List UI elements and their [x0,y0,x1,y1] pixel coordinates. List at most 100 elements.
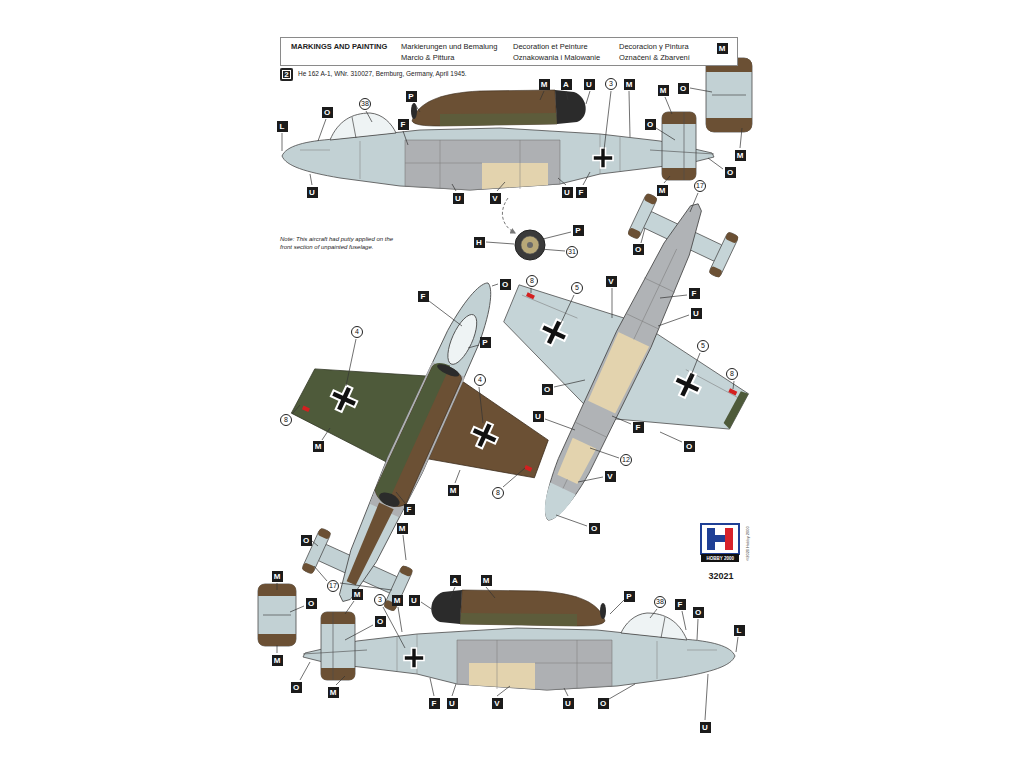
art-circle [527,242,533,248]
callout-letter: U [533,411,544,422]
art-use [670,367,705,402]
heading-text: MARKINGS AND PAINTING [291,43,387,51]
heading-text: Decoracion y Pintura [619,43,689,51]
art-path [371,359,450,505]
art-ellipse [411,103,417,119]
callout-letter: M [448,485,459,496]
callout-letter: O [589,523,600,534]
art-path [440,113,557,126]
art-rect [301,562,315,574]
callout-letter: U [691,308,702,319]
callout-letter: M [735,150,746,161]
callout-number: 4 [474,374,486,386]
callout-letter: U [563,698,574,709]
art-path [650,112,714,180]
wheel-detail [502,198,545,260]
art-path [722,390,748,430]
art-path [531,196,715,528]
callout-letter: P [573,225,584,236]
art-use [467,418,501,452]
callout-letter: M [717,43,728,54]
art-path [412,90,557,126]
art-rect [301,528,331,575]
callout-letter: F [404,504,415,515]
art-rect [701,554,739,562]
art-rect [526,292,535,299]
art-rect [728,388,737,395]
callout-letter: H [474,237,485,248]
art-rect [524,465,532,472]
art-path [662,168,696,180]
callout-letter: P [624,591,635,602]
callout-letter: M [657,185,668,196]
callout-letter: M [392,595,403,606]
callout-letter: F [398,119,409,130]
callout-letter: F [576,187,587,198]
heading-text: Marcio & Pittura [401,54,454,62]
art-ellipse [442,311,483,368]
callout-letter: O [291,682,302,693]
callout-letter: P [406,91,417,102]
callout-letter: F [675,599,686,610]
callout-letter: U [453,193,464,204]
callout-letter: L [734,625,745,636]
callout-letter: O [375,616,386,627]
heading-text: Markierungen und Bemalung [401,43,497,51]
art-path [326,275,506,609]
heading-text: Decoration et Peinture [513,43,588,51]
scheme-title: He 162 A-1, WNr. 310027, Bernburg, Germa… [298,70,467,77]
art-use [537,315,572,350]
callout-number: 38 [654,596,666,608]
art-rect [258,584,296,646]
art-path [555,90,586,124]
callout-letter: U [700,722,711,733]
callout-letter: A [561,79,572,90]
callout-letter: U [562,187,573,198]
callout-letter: U [307,187,318,198]
fin-detail [706,58,752,132]
callout-letter: O [645,119,656,130]
callout-letter: O [598,698,609,709]
art-rect [399,565,413,577]
art-path [330,113,396,140]
callout-number: 8 [526,275,538,287]
art-path [712,95,746,96]
art-path [263,615,291,616]
callout-letter: A [450,575,461,586]
callout-letter: O [322,107,333,118]
callout-letter: O [301,535,312,546]
title-box: MARKINGS AND PAINTING Markierungen und Be… [280,37,738,66]
art-path [258,634,296,646]
art-rect [706,58,752,132]
callout-letter: M [624,79,635,90]
callout-number: 38 [359,98,371,110]
callout-letter: F [429,698,440,709]
art-rect [662,112,696,180]
callout-letter: F [418,291,429,302]
callout-letter: U [584,79,595,90]
art-path [706,118,752,132]
callout-number: 31 [566,246,578,258]
heading-text: Označení & Zbarvení [619,54,690,62]
callout-number: 3 [374,594,386,606]
callout-letter: O [542,384,553,395]
heading-text: Oznakowania i Malowanie [513,54,600,62]
callout-letter: O [693,607,704,618]
callout-letter: M [481,575,492,586]
callout-letter: O [678,83,689,94]
art-path [586,332,649,414]
art-rect [302,406,310,413]
callout-letter: O [633,244,644,255]
callout-number: 5 [697,340,709,352]
callout-letter: M [539,79,550,90]
callout-letter: V [492,698,503,709]
callout-letter: P [480,337,491,348]
art-path [300,134,620,189]
art-rect [715,535,725,542]
callout-number: 17 [694,180,706,192]
art-path [547,241,693,496]
callout-letter: M [397,523,408,534]
art-path [352,117,356,138]
fin-detail [258,584,296,646]
scheme-number: 2 [280,68,293,81]
